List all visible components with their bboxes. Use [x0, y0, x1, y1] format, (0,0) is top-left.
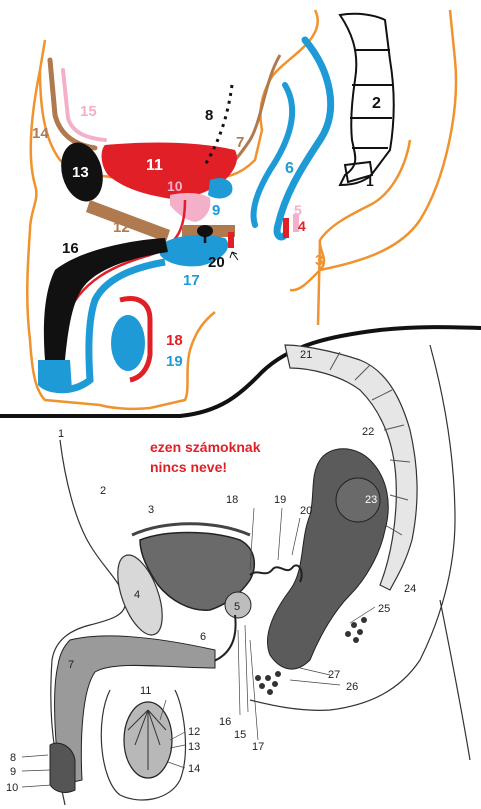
label-7: 7 — [236, 134, 244, 151]
label-13: 13 — [72, 164, 89, 181]
seminal-vesicle — [208, 178, 233, 199]
label-5: 5 — [294, 202, 302, 218]
label-10: 10 — [167, 178, 183, 194]
lower-prostate — [224, 591, 252, 619]
lower-num-14: 14 — [188, 763, 200, 775]
pink-mark — [293, 214, 299, 232]
lower-spine — [284, 344, 418, 591]
lower-num-12: 12 — [188, 726, 200, 738]
lower-bladder-wall — [131, 522, 251, 537]
lower-num-11: 11 — [140, 685, 151, 697]
corpus-cavernosum — [43, 238, 169, 360]
label-16: 16 — [62, 240, 79, 257]
rectum-inner — [250, 82, 296, 228]
lower-num-17: 17 — [252, 741, 264, 753]
spermatic-red — [119, 296, 153, 383]
lower-num-27: 27 — [328, 669, 340, 681]
lower-num-16: 16 — [219, 716, 231, 728]
label-3: 3 — [315, 252, 323, 269]
lower-num-23: 23 — [365, 494, 377, 506]
lower-num-9: 9 — [10, 766, 16, 778]
lower-num-13: 13 — [188, 741, 200, 753]
lower-num-25: 25 — [378, 603, 390, 615]
label-1: 1 — [366, 173, 374, 189]
pubic-bone — [61, 142, 103, 202]
coccyx-outline — [343, 160, 374, 184]
lower-num-5: 5 — [234, 601, 240, 613]
prostate — [170, 193, 211, 222]
lower-num-24: 24 — [404, 583, 416, 595]
lower-pubic-bone — [117, 554, 163, 636]
lower-num-21: 21 — [300, 349, 312, 361]
lower-num-1: 1 — [58, 428, 64, 440]
glans — [38, 360, 72, 393]
lower-num-7: 7 — [68, 659, 74, 671]
abdominal-wall — [47, 57, 98, 151]
bulb-blue — [160, 234, 229, 267]
lower-glans — [49, 742, 76, 793]
lower-num-15: 15 — [234, 729, 246, 741]
lower-num-20: 20 — [300, 505, 312, 517]
leader-lines — [21, 507, 376, 788]
red-mark — [283, 218, 289, 238]
lower-num-19: 19 — [274, 494, 286, 506]
label-12: 12 — [113, 219, 130, 236]
note-line-1: ezen számoknak — [150, 439, 261, 455]
label-17: 17 — [183, 272, 200, 289]
lower-num-18: 18 — [226, 494, 238, 506]
lower-spine-segments — [329, 351, 411, 536]
lower-num-8: 8 — [10, 752, 16, 764]
lower-numbers: 1 2 3 4 5 6 7 8 9 10 11 12 13 14 15 16 1… — [6, 349, 416, 794]
label-6: 6 — [285, 160, 294, 177]
lower-seminal — [249, 564, 303, 583]
lower-scrotum — [100, 689, 187, 801]
sacrum-outline — [338, 12, 395, 187]
lower-num-4: 4 — [134, 589, 140, 601]
lower-back-outline — [249, 344, 471, 761]
lower-illustration: ezen számoknak nincs neve! 1 2 3 4 5 6 7… — [6, 344, 471, 806]
arrow-20 — [229, 251, 239, 261]
lower-num-3: 3 — [148, 504, 154, 516]
lower-num-6: 6 — [200, 631, 206, 643]
brown-bar — [86, 200, 170, 242]
lower-num-10: 10 — [6, 782, 18, 794]
label-4: 4 — [298, 218, 306, 234]
lower-num-26: 26 — [346, 681, 358, 693]
label-20: 20 — [208, 254, 225, 271]
label-15: 15 — [80, 103, 97, 120]
label-2: 2 — [372, 95, 381, 112]
divider-line — [0, 325, 481, 418]
lower-colon-loop — [335, 477, 381, 523]
label-8: 8 — [205, 107, 213, 124]
label-14: 14 — [32, 125, 49, 142]
label-9: 9 — [212, 202, 220, 219]
upper-schematic: 1 2 3 4 5 6 7 8 9 10 11 12 13 14 15 16 1… — [26, 9, 458, 411]
bladder — [101, 142, 237, 200]
note-line-2: nincs neve! — [150, 459, 227, 475]
lower-testis-lobes — [127, 709, 167, 770]
rectum-wall — [273, 36, 335, 241]
label-19: 19 — [166, 353, 183, 370]
label-11: 11 — [146, 157, 163, 174]
lower-num-2: 2 — [100, 485, 106, 497]
lower-num-22: 22 — [362, 426, 374, 438]
lower-anal-cluster — [255, 617, 367, 695]
testis — [111, 315, 145, 371]
label-18: 18 — [166, 332, 183, 349]
pink-layer — [61, 68, 107, 142]
red-sphincter — [228, 232, 234, 248]
dotted-leader — [203, 84, 234, 166]
